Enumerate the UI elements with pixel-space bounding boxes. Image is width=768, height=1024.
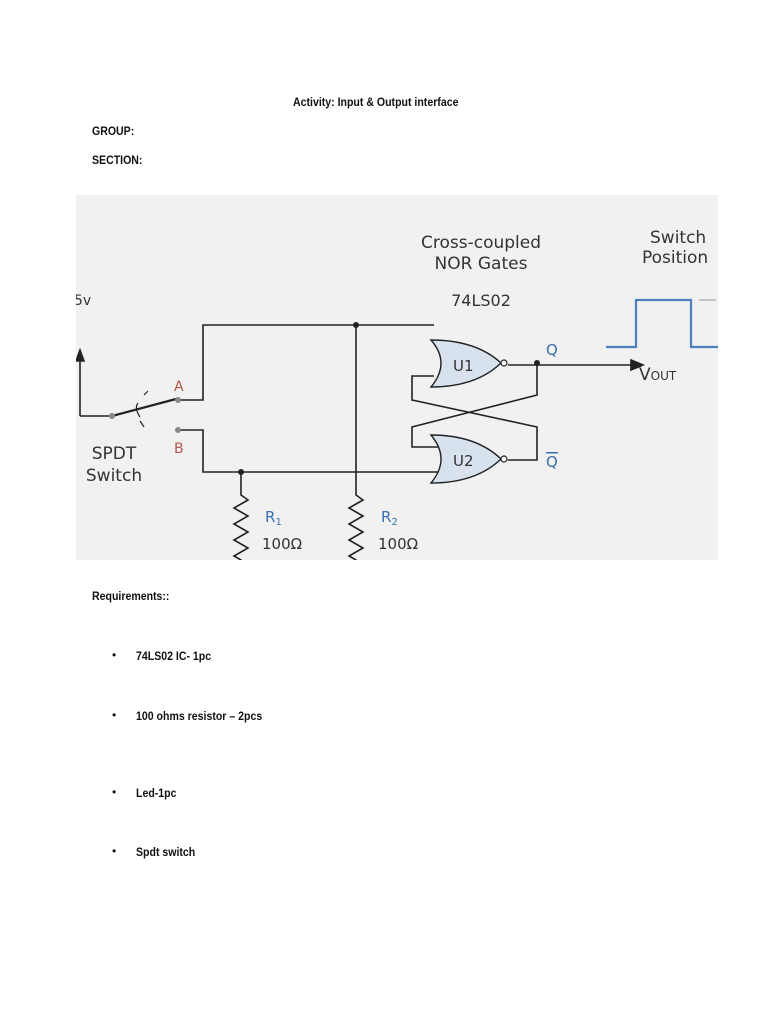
circuit-diagram: Cross-coupled NOR Gates 74LS02 Switch Po… xyxy=(74,195,718,634)
requirement-item: 74LS02 IC- 1pc xyxy=(136,649,212,663)
r1-label: R1 xyxy=(265,508,282,528)
vout-label: VOUT xyxy=(639,365,677,385)
switch-blade xyxy=(111,397,177,418)
switch-line2: Switch xyxy=(86,466,142,486)
supply-arrow-icon xyxy=(74,347,86,362)
ic-label: 74LS02 xyxy=(451,291,511,310)
switch-position-line1: Switch xyxy=(650,228,706,248)
terminal-a-label: A xyxy=(174,379,184,395)
gate-u1-label: U1 xyxy=(453,357,474,375)
heading-line2: NOR Gates xyxy=(435,254,528,274)
group-label: GROUP: xyxy=(92,124,135,138)
output-arrow-icon xyxy=(630,358,646,372)
circuit-svg: Cross-coupled NOR Gates 74LS02 Switch Po… xyxy=(74,228,718,634)
requirements-heading: Requirements:: xyxy=(92,589,170,603)
heading-line1: Cross-coupled xyxy=(421,233,541,253)
supply-label: 5v xyxy=(76,293,91,309)
requirement-item: Led-1pc xyxy=(136,786,177,800)
list-item: • xyxy=(112,648,117,662)
q-bar-label: Q xyxy=(546,453,558,471)
switch-position-waveform xyxy=(606,298,718,349)
list-item: • xyxy=(112,785,117,799)
requirement-item: 100 ohms resistor – 2pcs xyxy=(136,709,263,723)
page-title: Activity: Input & Output interface xyxy=(293,95,459,109)
r2-label: R2 xyxy=(381,508,398,528)
nor-gate-u2 xyxy=(429,434,503,484)
requirement-item: Spdt switch xyxy=(136,845,196,859)
nor-gate-u1 xyxy=(429,339,503,388)
gate-u2-label: U2 xyxy=(453,452,474,470)
section-label: SECTION: xyxy=(92,153,143,167)
list-item: • xyxy=(112,708,117,722)
r1-value: 100Ω xyxy=(262,535,302,553)
r2-value: 100Ω xyxy=(378,535,418,553)
list-item: • xyxy=(112,844,117,858)
switch-line1: SPDT xyxy=(92,444,137,464)
terminal-b-label: B xyxy=(174,441,184,457)
q-label: Q xyxy=(546,341,558,359)
switch-position-line2: Position xyxy=(642,248,708,268)
